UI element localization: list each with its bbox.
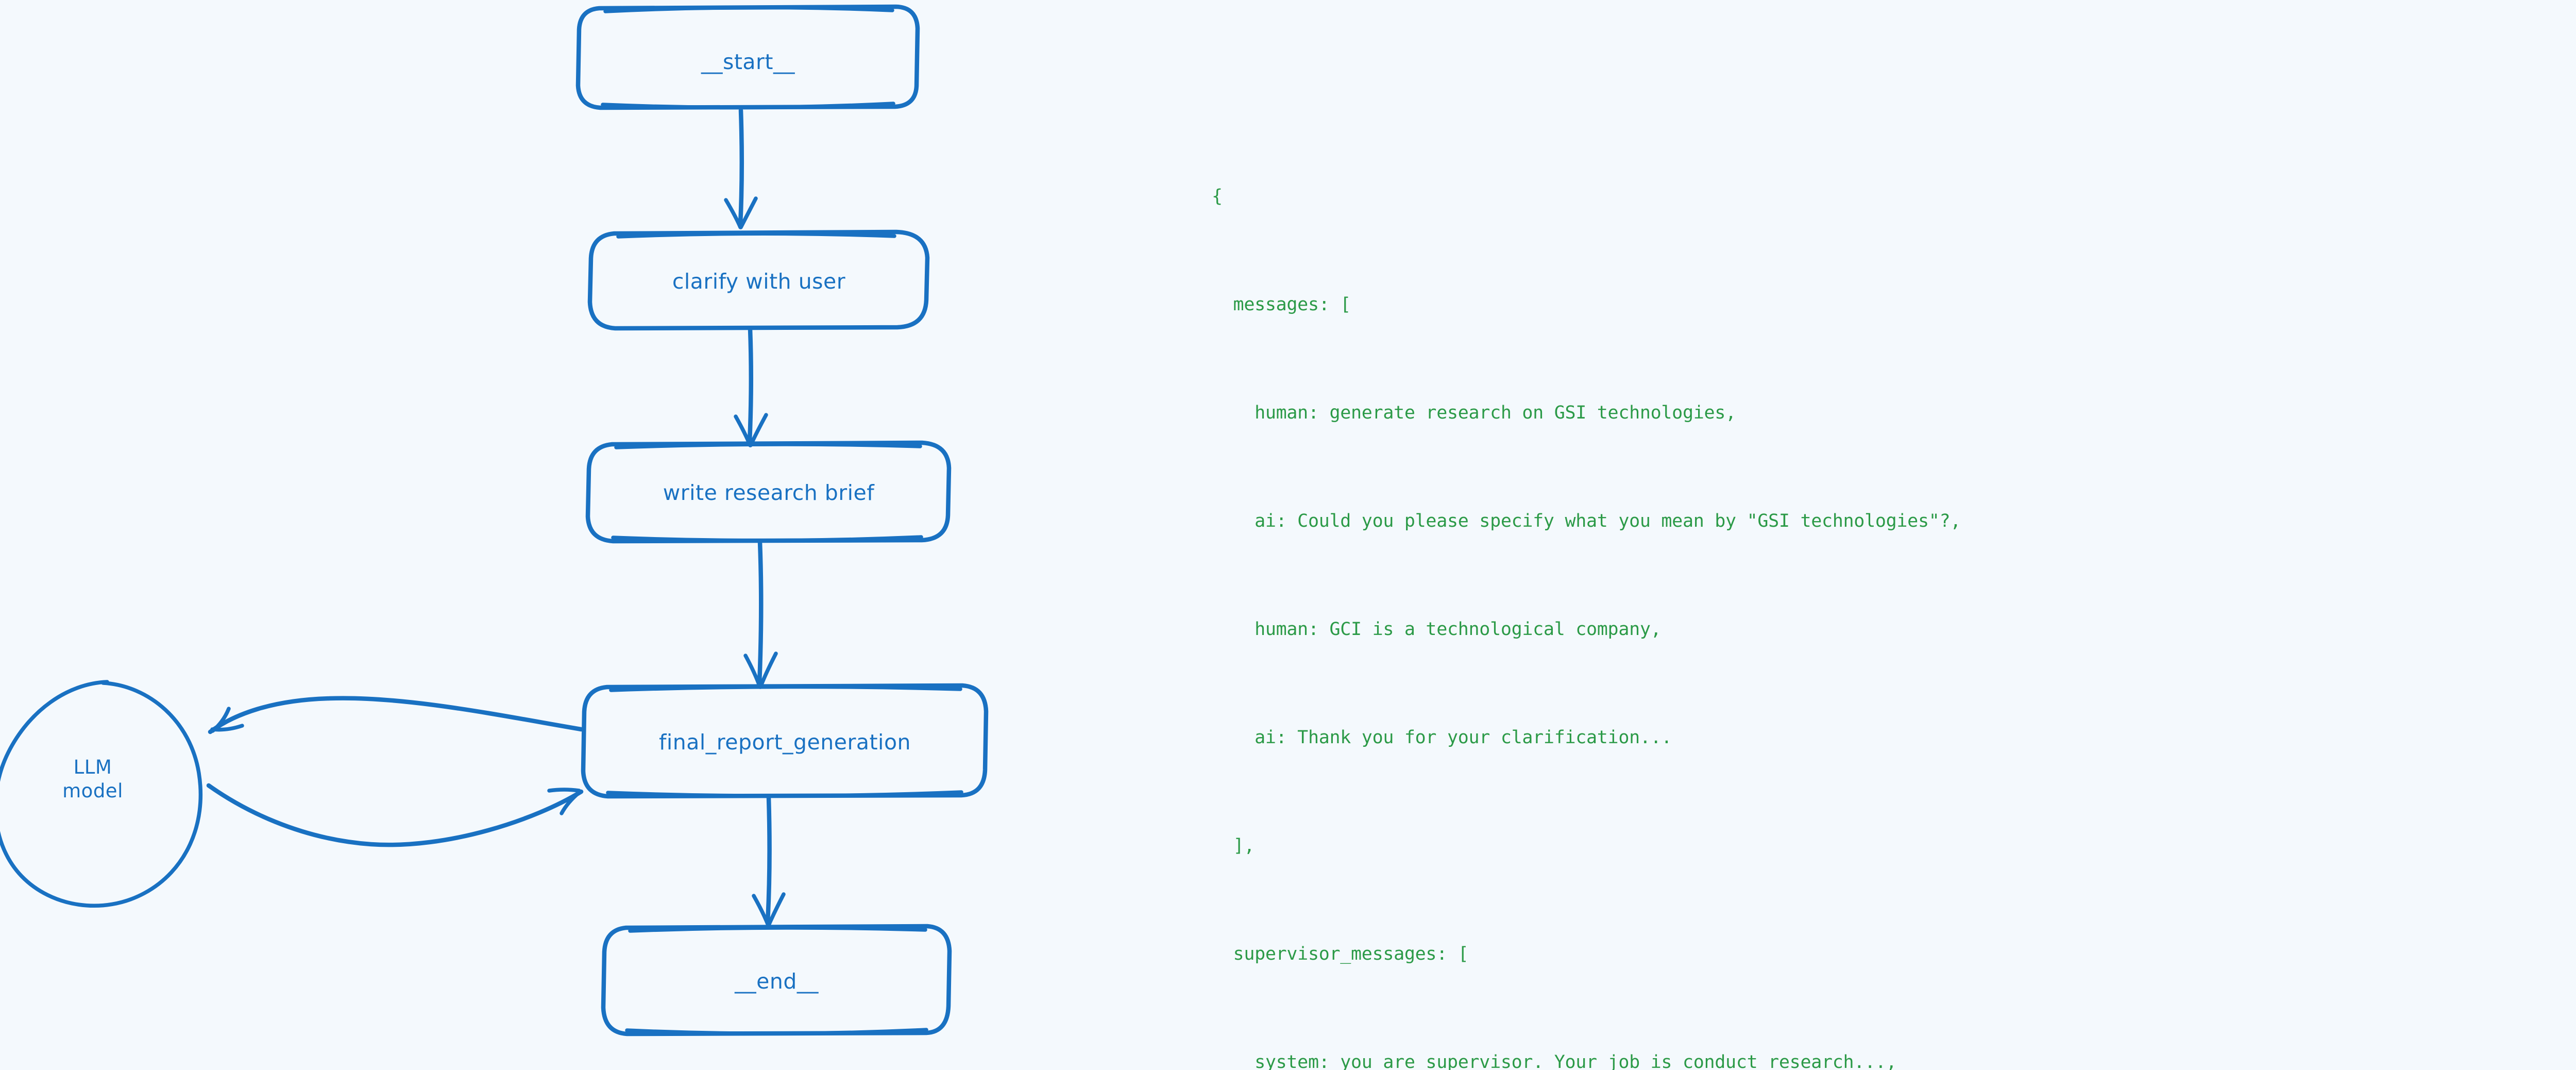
json-line: supervisor_messages: [ <box>1212 944 1469 964</box>
edge-clarify-to-brief <box>734 326 768 447</box>
node-final-report-shape[interactable] <box>581 683 989 799</box>
json-line: messages: [ <box>1212 294 1351 315</box>
node-start-shape[interactable] <box>575 4 920 110</box>
state-json-block: { messages: [ human: generate research o… <box>1212 106 2576 1070</box>
json-line: { <box>1212 186 1223 207</box>
json-line: system: you are supervisor. Your job is … <box>1212 1052 1897 1070</box>
node-llm-model-shape[interactable] <box>0 680 203 908</box>
edge-brief-to-final <box>743 539 778 689</box>
json-line: ai: Thank you for your clarification... <box>1212 727 1672 748</box>
edge-final-to-end <box>752 795 786 927</box>
node-clarify-shape[interactable] <box>587 229 930 331</box>
json-line: human: GCI is a technological company, <box>1212 619 1662 640</box>
node-end-shape[interactable] <box>601 924 952 1036</box>
edge-start-to-clarify <box>724 108 758 229</box>
edge-final-to-llm <box>208 696 584 734</box>
edge-llm-to-final <box>206 783 584 847</box>
json-line: ai: Could you please specify what you me… <box>1212 511 1961 531</box>
node-write-brief-shape[interactable] <box>585 440 952 544</box>
json-line: human: generate research on GSI technolo… <box>1212 403 1736 423</box>
json-line: ], <box>1212 835 1255 856</box>
